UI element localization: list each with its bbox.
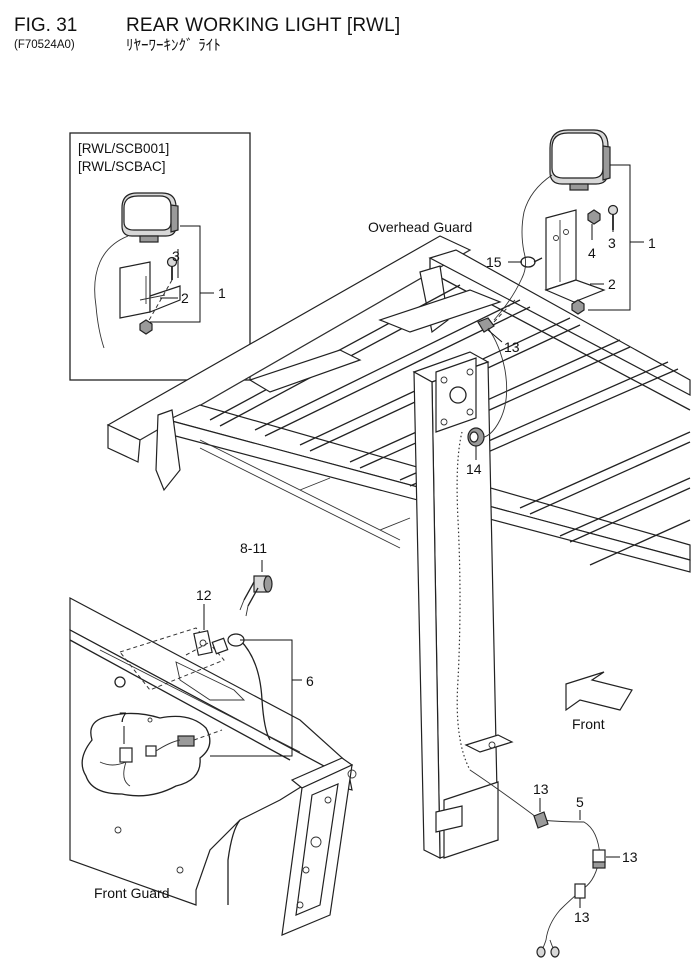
callout-13-b: 13 (622, 849, 638, 865)
switch-bezel-icon (193, 630, 213, 656)
figure-code: (F70524A0) (14, 39, 75, 51)
pillar-top-cable (475, 327, 508, 439)
callout-13-c: 13 (574, 909, 590, 925)
callout-2-main: 2 (608, 276, 616, 292)
front-label: Front (572, 716, 605, 732)
figure-title: REAR WORKING LIGHT [RWL] (126, 15, 401, 36)
callout-3-inset: 3 (172, 248, 180, 264)
overhead-guard-frame (106, 235, 691, 573)
callout-12: 12 (196, 587, 212, 603)
callout-4-main: 4 (588, 245, 596, 261)
callout-1-main: 1 (648, 235, 656, 251)
clamp-icon (520, 256, 543, 268)
callout-1-inset: 1 (218, 285, 226, 301)
main-lamp-cable (493, 174, 553, 321)
inset-variant-1: [RWL/SCB001] (78, 141, 169, 156)
leader (487, 329, 503, 343)
switch-icon (239, 575, 273, 617)
inset-lamp-icon (121, 192, 179, 243)
cable-route-dash (493, 299, 516, 323)
callout-5: 5 (576, 794, 584, 810)
inset-nut-icon (139, 319, 153, 335)
inset-assembly-line (147, 279, 173, 323)
callout-13-top: 13 (504, 339, 520, 355)
inset-frame (69, 132, 251, 381)
leader-bracket-1 (588, 164, 631, 311)
leader-bracket-1 (150, 225, 201, 323)
overhead-guard-label: Overhead Guard (368, 219, 472, 235)
harness-connector-icon (211, 633, 245, 655)
callout-7: 7 (119, 709, 127, 725)
grommet-icon (467, 427, 485, 447)
callout-13-a: 13 (533, 781, 549, 797)
figure-title-japanese: ﾘﾔｰﾜｰｷﾝｸﾞ ﾗｲﾄ (126, 36, 221, 54)
figure-number: FIG. 31 (14, 15, 78, 36)
inset-variant-2: [RWL/SCBAC] (78, 159, 166, 174)
main-bracket (544, 209, 606, 303)
inset-bolt-icon (166, 256, 178, 280)
front-guard-label: Front Guard (94, 885, 169, 901)
harness-7-detail (81, 712, 223, 797)
leader-bracket-6 (210, 639, 293, 757)
harness-5-connector-a-icon (533, 811, 549, 829)
harness-5-terminal-icon (536, 946, 560, 958)
main-washer-icon (571, 299, 585, 315)
front-arrow-icon (565, 671, 633, 712)
front-guard (69, 597, 357, 936)
harness-5-connector-c-icon (574, 883, 586, 899)
rear-pillar (412, 351, 514, 859)
callout-6: 6 (306, 673, 314, 689)
callout-15: 15 (486, 254, 502, 270)
switch-assembly-line (185, 641, 211, 656)
inset-detail: [RWL/SCB001] [RWL/SCBAC] 3 2 (69, 132, 251, 381)
pillar-internal-cable (456, 431, 471, 771)
harness-5 (469, 769, 606, 958)
inset-lamp-cable (94, 235, 129, 349)
inset-bracket (119, 261, 181, 319)
callout-3-main: 3 (608, 235, 616, 251)
main-bolt-icon (607, 204, 619, 230)
main-lamp-assembly: 1 3 4 2 15 13 14 (466, 129, 656, 477)
main-lamp-icon (549, 129, 611, 191)
connector-top-icon (477, 317, 495, 333)
callout-8-11: 8-11 (240, 540, 267, 556)
callout-2-inset: 2 (181, 290, 189, 306)
harness-5-connector-b-icon (592, 849, 606, 869)
callout-14: 14 (466, 461, 482, 477)
main-nut-icon (587, 209, 601, 225)
